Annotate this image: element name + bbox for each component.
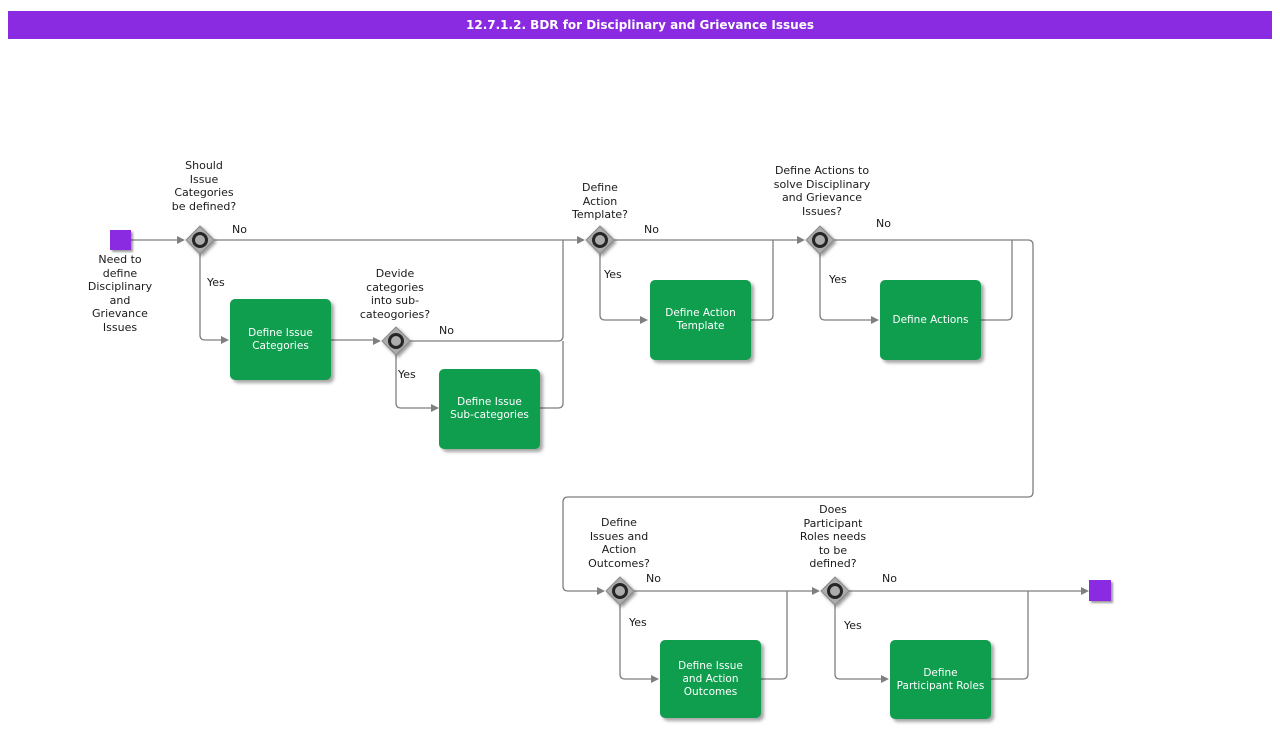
task-define-issue-categories: Define Issue Categories [230,299,331,380]
branch-no-label: No [644,223,659,236]
gateway-circle-icon [592,232,608,248]
gateway-define-actions [805,225,835,255]
branch-no-label: No [646,572,661,585]
gateway-circle-icon [812,232,828,248]
task-define-actions: Define Actions [880,280,981,360]
gateway-circle-icon [388,333,404,349]
branch-no-label: No [876,217,891,230]
branch-no-label: No [232,223,247,236]
diagram-title-bar: 12.7.1.2. BDR for Disciplinary and Griev… [8,11,1272,39]
branch-yes-label: Yes [829,273,847,286]
end-node [1089,580,1111,601]
gateway-circle-icon [827,583,843,599]
task-define-issue-action-outcomes: Define Issue and Action Outcomes [660,640,761,718]
question-divide-subcategories: Devide categories into sub- cateogories? [359,267,431,321]
branch-no-label: No [882,572,897,585]
gateway-define-issue-outcomes [605,576,635,606]
gateway-define-action-template [585,225,615,255]
branch-no-label: No [439,324,454,337]
gateway-participant-roles [820,576,850,606]
task-define-issue-subcategories: Define Issue Sub-categories [439,369,540,449]
arrowhead-icons [177,236,1089,683]
start-node-label: Need to define Disciplinary and Grievanc… [87,253,153,334]
connector-lines [131,239,1081,680]
question-define-actions: Define Actions to solve Disciplinary and… [773,164,871,218]
branch-yes-label: Yes [207,276,225,289]
start-node [110,230,131,250]
gateway-divide-subcategories [381,326,411,356]
gateway-should-issue-categories [185,225,215,255]
task-define-action-template: Define Action Template [650,280,751,360]
branch-yes-label: Yes [844,619,862,632]
question-define-action-template: Define Action Template? [571,181,629,221]
branch-yes-label: Yes [604,268,622,281]
question-define-issue-outcomes: Define Issues and Action Outcomes? [588,516,650,570]
task-define-participant-roles: Define Participant Roles [890,640,991,719]
gateway-circle-icon [192,232,208,248]
question-participant-roles: Does Participant Roles needs to be defin… [799,503,867,570]
branch-yes-label: Yes [629,616,647,629]
gateway-circle-icon [612,583,628,599]
question-should-issue-categories: Should Issue Categories be defined? [171,159,237,213]
diagram-title: 12.7.1.2. BDR for Disciplinary and Griev… [466,18,814,32]
branch-yes-label: Yes [398,368,416,381]
